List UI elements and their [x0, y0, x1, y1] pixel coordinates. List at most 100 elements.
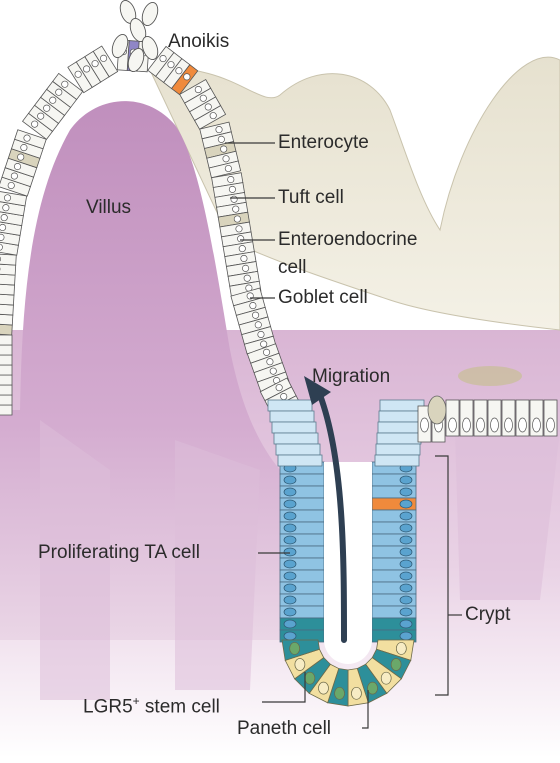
villus-epithelium-cell	[0, 375, 12, 385]
stem-cell-label-prefix: LGR5	[83, 696, 133, 717]
villus-epithelium-nucleus	[250, 302, 256, 308]
villus-epithelium-nucleus	[228, 176, 234, 182]
villus-epithelium-nucleus	[1, 214, 7, 220]
villus-epithelium-nucleus	[184, 74, 190, 80]
villus-epithelium-nucleus	[255, 322, 261, 328]
crypt-left-nucleus	[284, 524, 296, 532]
right-epithelium-nucleus	[421, 418, 429, 432]
villus-epithelium-nucleus	[260, 341, 266, 347]
villus-epithelium-nucleus	[37, 113, 43, 119]
villus-epithelium-nucleus	[3, 205, 9, 211]
villus-epithelium-nucleus	[100, 55, 106, 61]
stem-cell-nucleus	[305, 672, 315, 684]
villus-epithelium-nucleus	[92, 60, 98, 66]
right-epithelium-nucleus	[519, 418, 527, 432]
villus-epithelium-nucleus	[221, 146, 227, 152]
paneth-cell-nucleus	[318, 682, 328, 694]
villus-epithelium-cell	[0, 335, 12, 345]
right-epithelium-nucleus	[491, 418, 499, 432]
villus-epithelium-nucleus	[263, 349, 269, 355]
right-goblet-cell	[428, 396, 446, 424]
villus-epithelium-cell	[0, 385, 12, 395]
crypt-right-nucleus	[400, 620, 412, 628]
goblet-cell-label: Goblet cell	[278, 287, 368, 309]
villus-epithelium-nucleus	[258, 331, 264, 337]
villus-epithelium-nucleus	[281, 393, 287, 399]
villus-epithelium-nucleus	[176, 68, 182, 74]
villus-epithelium-nucleus	[252, 312, 258, 318]
crypt-left-nucleus	[284, 584, 296, 592]
crypt-right-nucleus	[400, 524, 412, 532]
villus-epithelium-nucleus	[231, 196, 237, 202]
crypt-right-nucleus	[400, 632, 412, 640]
villus-epithelium-nucleus	[24, 135, 30, 141]
villus-epithelium-nucleus	[4, 195, 10, 201]
villus-epithelium-nucleus	[244, 275, 250, 281]
villus-epithelium-nucleus	[267, 359, 273, 365]
villus-epithelium-nucleus	[234, 216, 240, 222]
villus-epithelium-nucleus	[83, 66, 89, 72]
villus-epithelium-nucleus	[195, 86, 201, 92]
right-epithelium-nucleus	[477, 418, 485, 432]
crypt-right-nucleus	[400, 500, 412, 508]
proliferating-ta-cell-label: Proliferating TA cell	[38, 542, 200, 564]
crypt-left-nucleus	[284, 548, 296, 556]
crypt-right-nucleus	[400, 548, 412, 556]
crypt-left-nucleus	[284, 620, 296, 628]
stem-cell-nucleus	[335, 687, 345, 699]
crypt-left-nucleus	[284, 608, 296, 616]
villus-epithelium-nucleus	[8, 182, 14, 188]
crypt-upper-right-cell	[378, 422, 422, 433]
crypt-upper-left-cell	[278, 455, 322, 466]
villus-epithelium-cell	[0, 395, 12, 405]
stem-cell-label-suffix: stem cell	[140, 696, 220, 717]
villus-epithelium-nucleus	[11, 173, 17, 179]
villus-epithelium-nucleus	[233, 206, 239, 212]
villus-epithelium-nucleus	[236, 226, 242, 232]
crypt-left-nucleus	[284, 560, 296, 568]
crypt-left-nucleus	[284, 536, 296, 544]
villus-epithelium-nucleus	[168, 61, 174, 67]
crypt-upper-right-cell	[375, 455, 419, 466]
paneth-cell-nucleus	[351, 687, 361, 699]
villus-label: Villus	[86, 197, 131, 219]
anoikis-label: Anoikis	[168, 31, 229, 53]
crypt-upper-left-cell	[268, 400, 312, 411]
villus-epithelium-nucleus	[241, 255, 247, 261]
villus-epithelium-nucleus	[0, 234, 4, 240]
crypt-upper-right-cell	[380, 400, 424, 411]
villus-epithelium-nucleus	[229, 186, 235, 192]
crypt-right-nucleus	[400, 572, 412, 580]
crypt-upper-left-cell	[270, 411, 314, 422]
crypt-right-nucleus	[400, 476, 412, 484]
stem-cell-label-sup: +	[133, 694, 140, 708]
villus-epithelium-nucleus	[50, 97, 56, 103]
villus-epithelium-nucleus	[14, 163, 20, 169]
right-epithelium-nucleus	[449, 418, 457, 432]
villus-epithelium-nucleus	[56, 89, 62, 95]
villus-epithelium-nucleus	[225, 165, 231, 171]
paneth-cell-label: Paneth cell	[237, 718, 331, 740]
paneth-cell-nucleus	[295, 659, 305, 671]
villus-epithelium-nucleus	[160, 55, 166, 61]
villus-epithelium-nucleus	[210, 112, 216, 118]
crypt-right-nucleus	[400, 560, 412, 568]
crypt-left-nucleus	[284, 596, 296, 604]
enterocyte-label: Enterocyte	[278, 132, 369, 154]
villus-epithelium-nucleus	[218, 136, 224, 142]
villus-epithelium-cell	[0, 345, 12, 355]
villus-epithelium-nucleus	[62, 81, 68, 87]
villus-epithelium-nucleus	[18, 154, 24, 160]
crypt-left-nucleus	[284, 476, 296, 484]
villus-epithelium-nucleus	[216, 126, 222, 132]
right-epithelium-nucleus	[533, 418, 541, 432]
crypt-upper-right-cell	[377, 433, 421, 444]
crypt-upper-left-cell	[276, 444, 320, 455]
crypt-upper-right-cell	[379, 411, 423, 422]
crypt-left-nucleus	[284, 572, 296, 580]
right-epithelium-nucleus	[547, 418, 555, 432]
stem-cell-nucleus	[290, 642, 300, 654]
crypt-upper-left-cell	[274, 433, 318, 444]
villus-epithelium-cell	[0, 253, 16, 265]
